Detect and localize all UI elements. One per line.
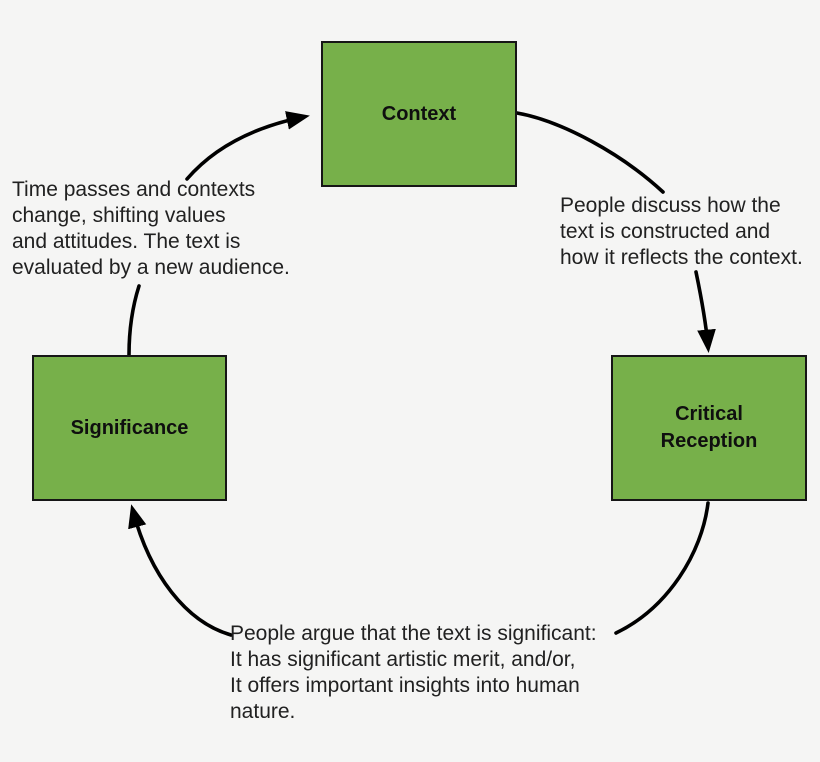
- annotation-line: text is constructed and: [560, 220, 771, 243]
- arrow-context-to-critical-reception-head: [694, 270, 716, 353]
- annotation-line: nature.: [230, 700, 296, 723]
- node-significance-label: Significance: [70, 416, 189, 439]
- node-context-label: Context: [381, 102, 457, 125]
- arrow-critical-reception-to-significance-head: [128, 504, 233, 637]
- annotation-line: and attitudes. The text is: [12, 230, 241, 253]
- annotation-significance-to-context: Time passes and contexts change, shiftin…: [12, 177, 290, 281]
- annotation-line: change, shifting values: [12, 204, 226, 227]
- annotation-context-to-critical-reception: People discuss how the text is construct…: [560, 193, 803, 271]
- annotation-line: It has significant artistic merit, and/o…: [230, 648, 576, 671]
- node-critical-reception: Critical Reception: [611, 355, 807, 501]
- node-significance: Significance: [32, 355, 227, 501]
- arrow-significance-to-context-tail: [127, 284, 141, 357]
- annotation-line: People discuss how the: [560, 194, 781, 217]
- node-critical-reception-label: Critical Reception: [660, 403, 758, 452]
- annotation-line: People argue that the text is significan…: [230, 622, 597, 645]
- arrow-significance-to-context-head: [185, 111, 310, 181]
- arrow-critical-reception-to-significance-tail: [614, 501, 710, 635]
- annotation-line: It offers important insights into human: [230, 674, 580, 697]
- annotation-line: evaluated by a new audience.: [12, 256, 290, 279]
- node-context: Context: [321, 41, 517, 187]
- arrow-context-to-critical-reception-tail: [515, 111, 665, 194]
- annotation-critical-reception-to-significance: People argue that the text is significan…: [230, 621, 597, 725]
- annotation-line: Time passes and contexts: [12, 178, 256, 201]
- annotation-line: how it reflects the context.: [560, 246, 803, 269]
